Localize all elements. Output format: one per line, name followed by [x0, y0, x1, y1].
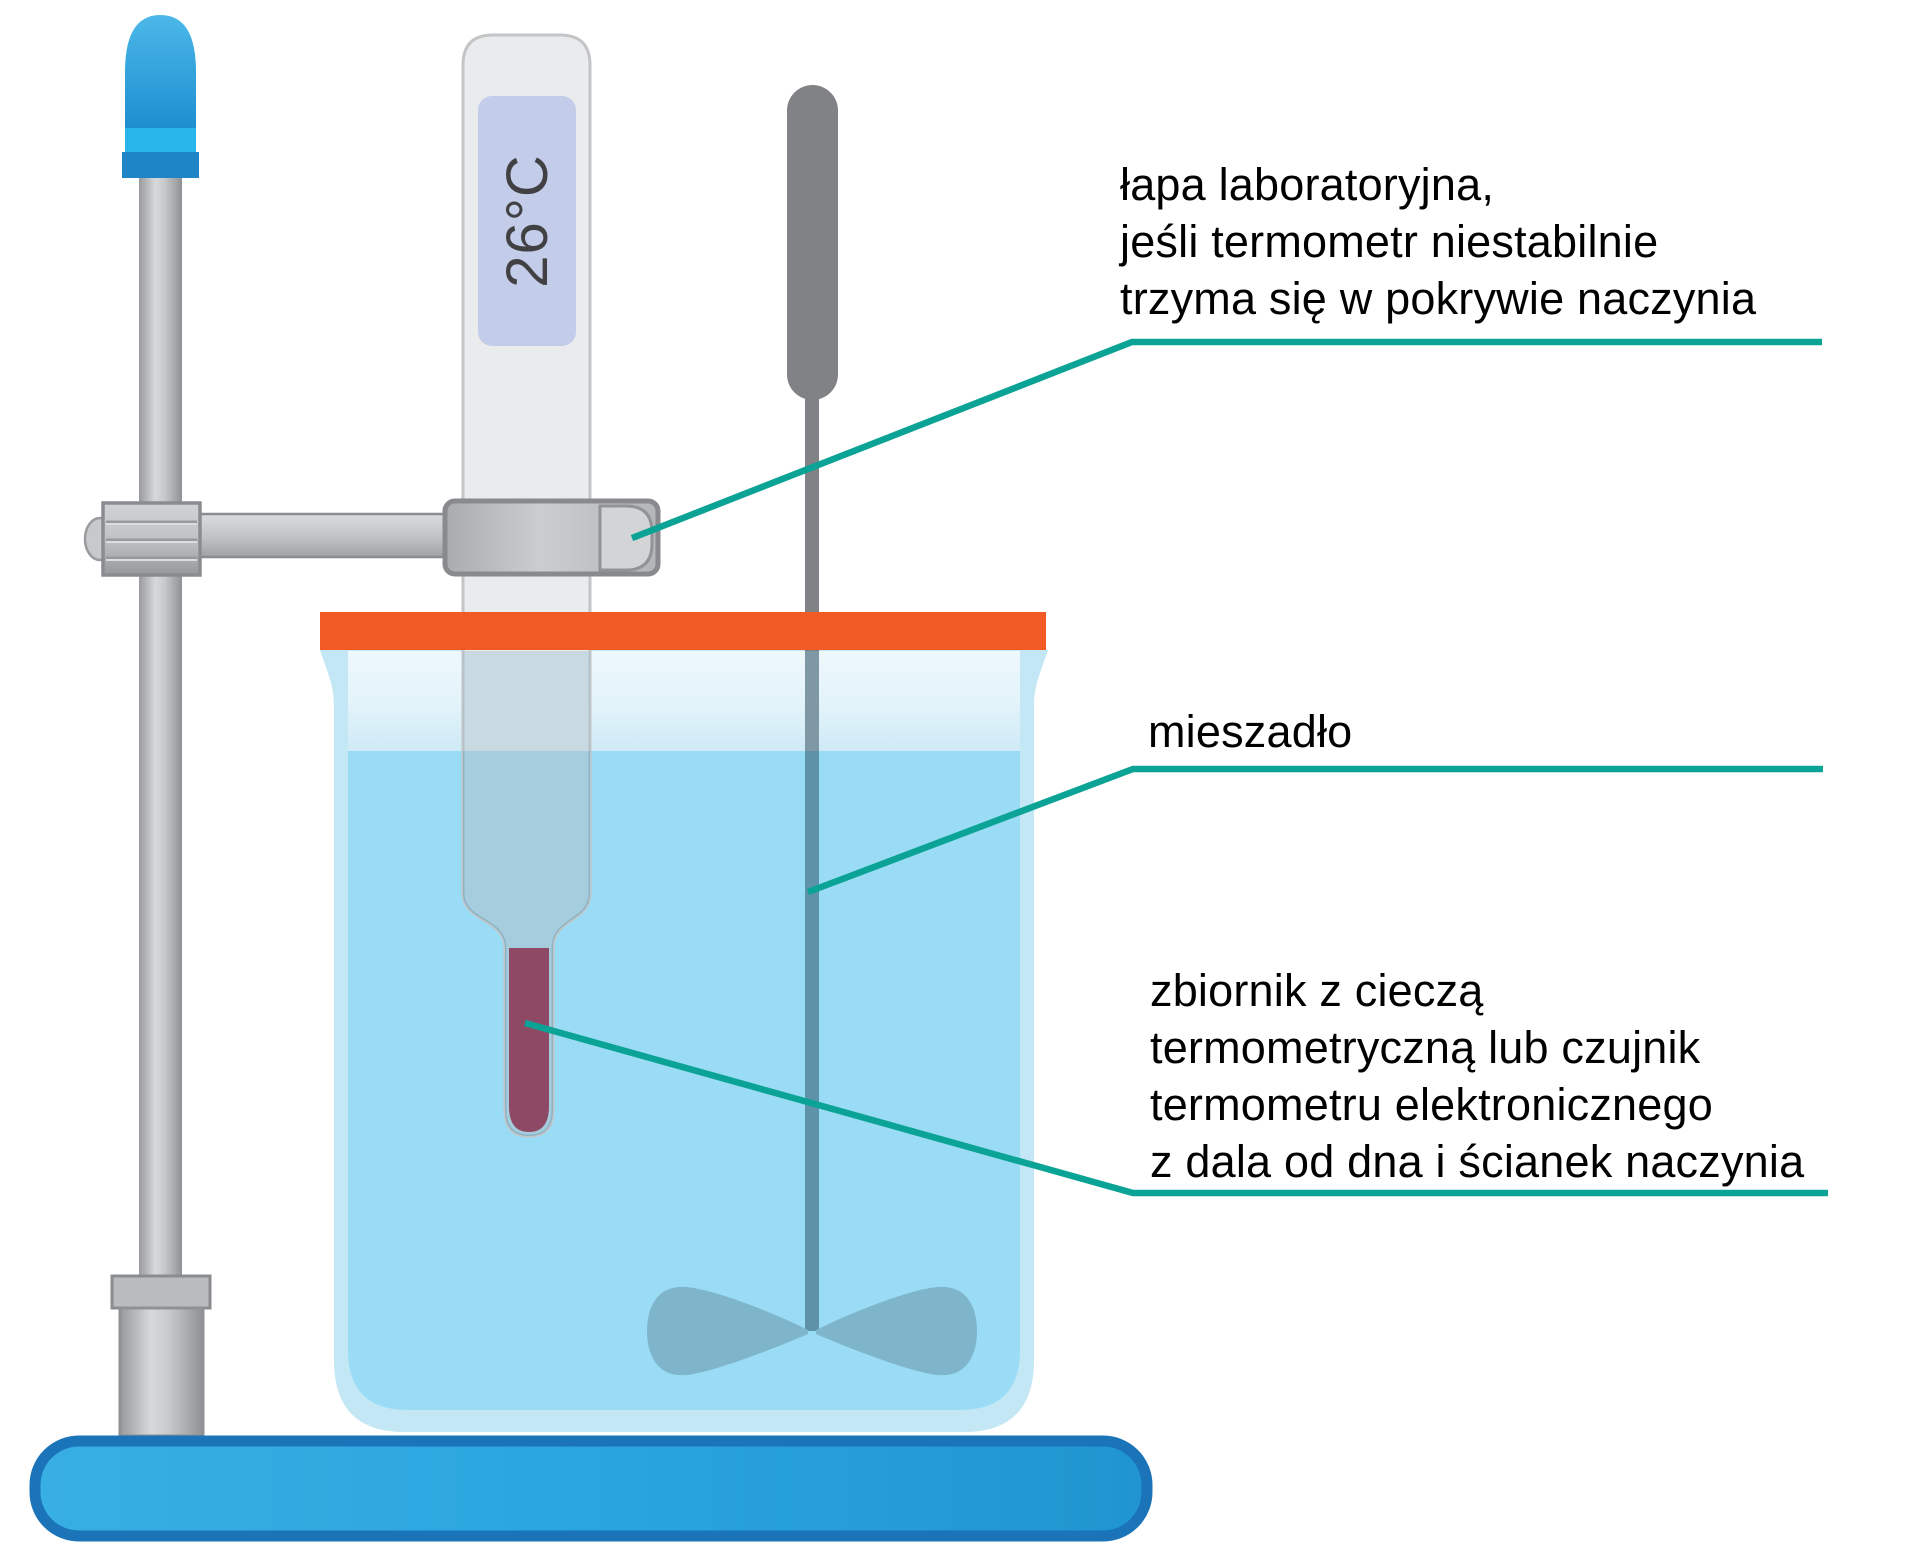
- callout-line-clamp: [630, 338, 1822, 542]
- stand-cap: [125, 15, 196, 128]
- thermometer-reading: 26°C: [494, 154, 560, 288]
- label-bulb: zbiornik z cieczą termometryczną lub czu…: [1150, 962, 1804, 1190]
- label-stirrer: mieszadło: [1148, 703, 1352, 760]
- label-clamp: łapa laboratoryjna, jeśli termometr nies…: [1120, 156, 1756, 327]
- stirrer-handle: [787, 85, 838, 400]
- stand-rod: [139, 140, 182, 1440]
- beaker-air-gap: [348, 651, 1020, 751]
- thermometer-bulb: [509, 948, 549, 1132]
- label-bulb-line-3: termometru elektronicznego: [1150, 1079, 1713, 1130]
- callout-line-stirrer: [806, 765, 1823, 896]
- callout-line-bulb: [524, 1019, 1828, 1197]
- label-bulb-line-4: z dala od dna i ścianek naczynia: [1150, 1136, 1805, 1187]
- label-bulb-line-2: termometryczną lub czujnik: [1150, 1022, 1701, 1073]
- label-clamp-line-2: jeśli termometr niestabilnie: [1120, 216, 1659, 267]
- stirrer-rod-submerged: [805, 751, 819, 1331]
- stand-base: [29, 1435, 1153, 1542]
- rod-sleeve: [118, 1306, 205, 1438]
- thermometer-holder: [442, 498, 661, 577]
- label-clamp-line-1: łapa laboratoryjna,: [1120, 159, 1495, 210]
- clamp-block: [101, 501, 202, 577]
- thermometer-display: [478, 96, 576, 346]
- stirrer-propeller: [647, 1286, 977, 1376]
- beaker-lid: [320, 612, 1046, 650]
- stand-cap-bottom: [122, 152, 199, 178]
- label-clamp-line-3: trzyma się w pokrywie naczynia: [1120, 273, 1757, 324]
- label-bulb-line-1: zbiornik z cieczą: [1150, 965, 1484, 1016]
- stirrer-rod-upper: [805, 395, 819, 651]
- label-stirrer-line-1: mieszadło: [1148, 706, 1353, 757]
- stirrer-rod-behind-glass: [805, 651, 819, 751]
- stand-cap-band: [125, 128, 196, 152]
- clamp-arm: [198, 512, 454, 559]
- rod-sleeve-collar: [110, 1274, 212, 1310]
